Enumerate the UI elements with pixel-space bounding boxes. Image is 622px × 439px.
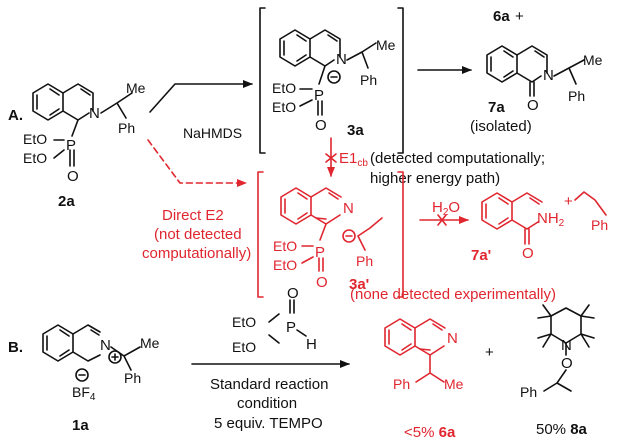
atom-me-6a: Me [444, 376, 464, 392]
direct-e2-line3: computationally) [142, 245, 251, 262]
atom-o-7a-prime: O [522, 245, 534, 262]
atom-ph-1a: Ph [124, 370, 141, 386]
water-label: H2O [432, 199, 460, 218]
atom-oet1-2a: EtO [23, 131, 47, 147]
direct-e2-line2: (not detected [154, 226, 242, 243]
atom-me-3a: Me [376, 37, 396, 53]
p-o-double [69, 149, 75, 167]
bracket-3a-left [259, 7, 266, 154]
atom-o-8a: O [561, 355, 573, 372]
atom-ph-2a: Ph [118, 120, 135, 136]
ring-double-bonds [36, 88, 60, 116]
condition-line2: condition [237, 395, 297, 412]
direct-e2-line1: Direct E2 [162, 207, 224, 224]
atom-p-2a: P [66, 137, 76, 154]
e1cb-cross [325, 153, 337, 163]
atom-oet1-3a-prime: EtO [273, 238, 297, 254]
yield-8a: 50% 8a [536, 421, 588, 438]
compound-7a-structure [486, 45, 585, 97]
carbanion-charge-3a [327, 70, 341, 84]
compound-6a-structure [384, 318, 446, 383]
condition-line3: 5 equiv. TEMPO [214, 415, 323, 432]
compound-label-2a: 2a [58, 193, 75, 210]
hydrolysis-cross [437, 214, 447, 226]
compound-label-1a: 1a [72, 417, 89, 434]
isolated-note: (isolated) [470, 118, 532, 135]
carbanion-charge-3a-prime [342, 229, 356, 243]
compound-7a-prime-structure [481, 191, 607, 245]
atom-me-2a: Me [126, 80, 146, 96]
compound-2a-structure [32, 83, 133, 167]
atom-n-6a: N [447, 330, 458, 347]
compound-label-3a-prime: 3a' [349, 276, 369, 293]
phosphite-reagent-structure [268, 299, 307, 344]
branch-line-up [149, 80, 253, 113]
plus-sign-panel-b: + [485, 344, 494, 361]
atom-ph-8a: Ph [520, 384, 537, 400]
atom-p-3a-prime: P [315, 244, 325, 261]
atom-n-3a: N [336, 51, 347, 68]
bracket-3a-right [397, 7, 404, 154]
atom-ph-3a: Ph [360, 72, 377, 88]
atom-oet1-3a: EtO [272, 80, 296, 96]
pyridinium-charge-1a [108, 350, 122, 364]
atom-n-8a: N [561, 337, 572, 354]
compound-1a-structure [42, 324, 141, 371]
compound-label-7a-prime: 7a' [471, 247, 491, 264]
compound-label-7a: 7a [488, 99, 505, 116]
atom-n-7a: N [543, 67, 554, 84]
atom-oet2-phosphite: EtO [232, 339, 256, 355]
atom-n-2a: N [89, 105, 100, 122]
atom-o-7a: O [527, 97, 539, 114]
reagent-label: NaHMDS [183, 125, 242, 141]
bracket-3a-prime-left [257, 171, 264, 298]
p-ethoxy-bonds [53, 139, 65, 159]
compound-3a-structure [279, 29, 377, 116]
atom-oet2-2a: EtO [23, 150, 47, 166]
atom-n-1a: N [100, 337, 111, 354]
atom-oet2-3a: EtO [272, 99, 296, 115]
atom-me-1a: Me [140, 335, 160, 351]
none-detected-note: (none detected experimentally) [350, 286, 556, 303]
e1cb-note-line1: (detected computationally; [370, 150, 545, 167]
atom-h-phosphite: H [306, 336, 317, 353]
panel-label-a: A. [8, 107, 23, 124]
atom-oet1-phosphite: EtO [232, 314, 256, 330]
yield-6a: <5% 6a [404, 424, 456, 439]
atom-me-7a: Me [583, 52, 603, 68]
atom-ph-6a: Ph [393, 376, 410, 392]
compound-label-3a: 3a [347, 122, 364, 139]
n-substituent [100, 92, 133, 119]
plus-sign-7a-prime: + [564, 193, 573, 210]
p-bond [71, 119, 79, 137]
panel-label-b: B. [8, 339, 23, 356]
counterion-bf4: BF4 [72, 384, 96, 403]
atom-ph-7a: Ph [568, 88, 585, 104]
atom-p-phosphite: P [286, 319, 296, 336]
pyridinium-plus-1a [111, 353, 119, 361]
bracket-3a-prime-right [397, 171, 404, 298]
atom-p-3a: P [314, 87, 324, 104]
tetrafluoroborate-charge [75, 368, 89, 382]
atom-ph-7a-prime: Ph [591, 217, 608, 233]
plus-sign-6a: + [515, 8, 524, 25]
ring-alkene [80, 88, 91, 96]
atom-o-3a: O [315, 117, 327, 134]
atom-o-phosphite: O [287, 285, 299, 302]
compound-3a-prime-structure [280, 187, 383, 272]
atom-nh2-7a-prime: NH2 [537, 210, 565, 229]
atom-n-3a-prime: N [343, 200, 354, 217]
atom-oet2-3a-prime: EtO [273, 257, 297, 273]
atom-ph-3a-prime: Ph [356, 253, 373, 269]
e1cb-note-line2: higher energy path) [370, 170, 500, 187]
branch-line-down-dashed [147, 139, 247, 187]
e1cb-label: E1cb [339, 150, 368, 169]
atom-o-2a: O [67, 168, 79, 185]
condition-line1: Standard reaction [210, 376, 328, 393]
atom-o-3a-prime: O [316, 274, 328, 291]
compound-8a-structure [537, 304, 595, 392]
compound-label-6a: 6a [493, 8, 510, 25]
